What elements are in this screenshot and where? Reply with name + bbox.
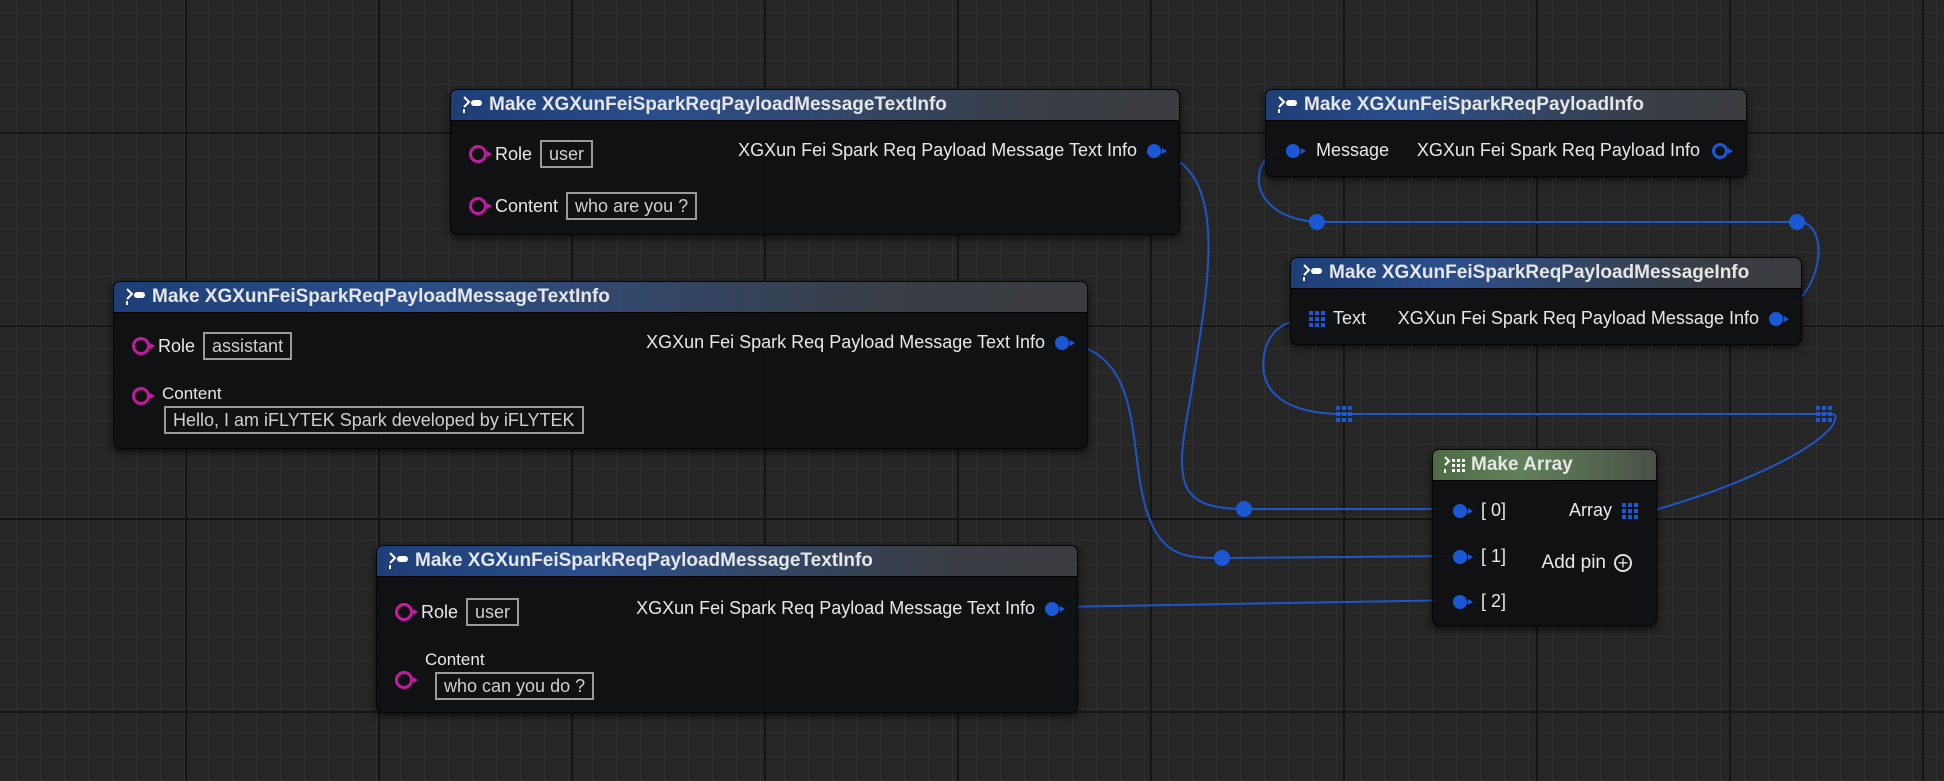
node-title: Make Array [1471, 454, 1573, 475]
array-input-pin-1[interactable] [1453, 549, 1473, 564]
add-pin-label: Add pin [1541, 552, 1606, 573]
array-input-label-2: [ 2] [1481, 591, 1507, 611]
output-pin-row: XGXun Fei Spark Req Payload Message Info [1397, 308, 1789, 329]
array-input-row-2: [ 2] [1453, 591, 1506, 612]
make-struct-icon [1276, 94, 1300, 116]
role-label: Role [158, 335, 196, 356]
node-make-message-info[interactable]: Make XGXunFeiSparkReqPayloadMessageInfo … [1290, 257, 1802, 345]
add-pin-button[interactable]: Add pin + [1542, 552, 1632, 574]
reroute-knots [1214, 214, 1832, 566]
role-input-pin[interactable] [469, 145, 492, 163]
content-value-field[interactable]: Hello, I am iFLYTEK Spark developed by i… [164, 406, 584, 434]
array-input-label-1: [ 1] [1481, 546, 1507, 566]
make-array-icon [1443, 454, 1467, 476]
output-label: XGXun Fei Spark Req Payload Message Text… [646, 332, 1045, 352]
make-struct-icon [124, 286, 148, 308]
role-pin-row: Role user [469, 140, 594, 168]
node-title: Make XGXunFeiSparkReqPayloadMessageTextI… [415, 550, 873, 571]
reroute-knot[interactable] [1309, 214, 1325, 230]
node-header[interactable]: Make XGXunFeiSparkReqPayloadMessageTextI… [451, 90, 1179, 121]
node-make-text-info-2[interactable]: Make XGXunFeiSparkReqPayloadMessageTextI… [113, 281, 1088, 449]
role-pin-row: Role assistant [132, 332, 293, 360]
content-label: Content [495, 195, 559, 216]
array-input-pin-0[interactable] [1453, 503, 1473, 518]
content-pin-row [132, 387, 158, 405]
content-pin-row [395, 671, 421, 689]
node-title: Make XGXunFeiSparkReqPayloadInfo [1304, 94, 1644, 115]
content-value-field[interactable]: who are you ? [566, 192, 698, 220]
output-pin[interactable] [1055, 335, 1075, 350]
plus-circle-icon: + [1614, 554, 1632, 572]
array-input-row-0: [ 0] [1453, 500, 1506, 521]
make-struct-icon [1301, 262, 1325, 284]
role-value-field[interactable]: assistant [203, 332, 293, 360]
content-input-pin[interactable] [395, 671, 418, 689]
role-value-field[interactable]: user [540, 140, 594, 168]
node-header[interactable]: Make Array [1433, 450, 1656, 481]
node-header[interactable]: Make XGXunFeiSparkReqPayloadMessageInfo [1291, 258, 1801, 289]
array-input-row-1: [ 1] [1453, 546, 1506, 567]
output-label: XGXun Fei Spark Req Payload Message Text… [738, 140, 1137, 160]
node-header[interactable]: Make XGXunFeiSparkReqPayloadMessageTextI… [377, 546, 1077, 577]
message-label: Message [1316, 140, 1390, 160]
output-label: XGXun Fei Spark Req Payload Message Info [1397, 308, 1759, 328]
wire-textinfo1-to-array0 [1157, 151, 1462, 510]
make-struct-icon [387, 550, 411, 572]
message-input-pin[interactable] [1286, 143, 1306, 158]
array-output-row: Array [1569, 500, 1638, 521]
reroute-knot-array[interactable] [1336, 406, 1352, 422]
role-pin-row: Role user [395, 598, 520, 626]
array-input-pin-2[interactable] [1453, 594, 1473, 609]
output-pin[interactable] [1712, 142, 1733, 159]
node-title: Make XGXunFeiSparkReqPayloadMessageTextI… [152, 286, 610, 307]
array-output-pin[interactable] [1622, 502, 1638, 519]
array-input-label-0: [ 0] [1481, 500, 1507, 520]
node-title: Make XGXunFeiSparkReqPayloadMessageTextI… [489, 94, 947, 115]
content-pin-row: Content who are you ? [469, 192, 698, 220]
reroute-knot[interactable] [1789, 214, 1805, 230]
node-header[interactable]: Make XGXunFeiSparkReqPayloadMessageTextI… [114, 282, 1087, 313]
make-struct-icon [461, 94, 485, 116]
wire-textinfo3-to-array2 [1053, 599, 1463, 608]
output-pin[interactable] [1045, 601, 1065, 616]
output-pin[interactable] [1769, 311, 1789, 326]
content-input-pin[interactable] [469, 197, 492, 215]
text-pin-row: Text [1309, 308, 1366, 329]
output-pin-row: XGXun Fei Spark Req Payload Message Text… [636, 598, 1065, 619]
content-label-row: Content [162, 384, 222, 404]
node-make-text-info-3[interactable]: Make XGXunFeiSparkReqPayloadMessageTextI… [376, 545, 1078, 713]
content-input-pin[interactable] [132, 387, 155, 405]
reroute-knot[interactable] [1214, 550, 1230, 566]
role-value-field[interactable]: user [466, 598, 520, 626]
node-header[interactable]: Make XGXunFeiSparkReqPayloadInfo [1266, 90, 1746, 121]
reroute-knot-array[interactable] [1816, 406, 1832, 422]
text-label: Text [1333, 308, 1367, 328]
array-output-label: Array [1568, 500, 1612, 520]
content-value-field[interactable]: who can you do ? [435, 672, 595, 700]
role-label: Role [495, 143, 533, 164]
output-label: XGXun Fei Spark Req Payload Info [1416, 140, 1700, 160]
content-label: Content [162, 384, 222, 403]
output-pin[interactable] [1147, 143, 1167, 158]
content-field-row: Hello, I am iFLYTEK Spark developed by i… [164, 406, 584, 434]
role-input-pin[interactable] [395, 603, 418, 621]
role-label: Role [421, 601, 459, 622]
output-label: XGXun Fei Spark Req Payload Message Text… [636, 598, 1035, 618]
node-make-payload-info[interactable]: Make XGXunFeiSparkReqPayloadInfo Message… [1265, 89, 1747, 177]
reroute-knot[interactable] [1236, 501, 1252, 517]
message-pin-row: Message [1286, 140, 1389, 161]
content-field-row: who can you do ? [435, 672, 595, 700]
content-label-row: Content [425, 650, 485, 670]
content-label: Content [425, 650, 485, 669]
output-pin-row: XGXun Fei Spark Req Payload Message Text… [646, 332, 1075, 353]
array-pin-icon[interactable] [1309, 310, 1325, 327]
wire-textinfo2-to-array1 [1065, 342, 1463, 560]
output-pin-row: XGXun Fei Spark Req Payload Info [1416, 140, 1733, 161]
node-make-text-info-1[interactable]: Make XGXunFeiSparkReqPayloadMessageTextI… [450, 89, 1180, 235]
node-title: Make XGXunFeiSparkReqPayloadMessageInfo [1329, 262, 1750, 283]
role-input-pin[interactable] [132, 337, 155, 355]
output-pin-row: XGXun Fei Spark Req Payload Message Text… [738, 140, 1167, 161]
node-make-array[interactable]: Make Array [ 0] [ 1] [ 2] Array Add pin … [1432, 449, 1657, 626]
